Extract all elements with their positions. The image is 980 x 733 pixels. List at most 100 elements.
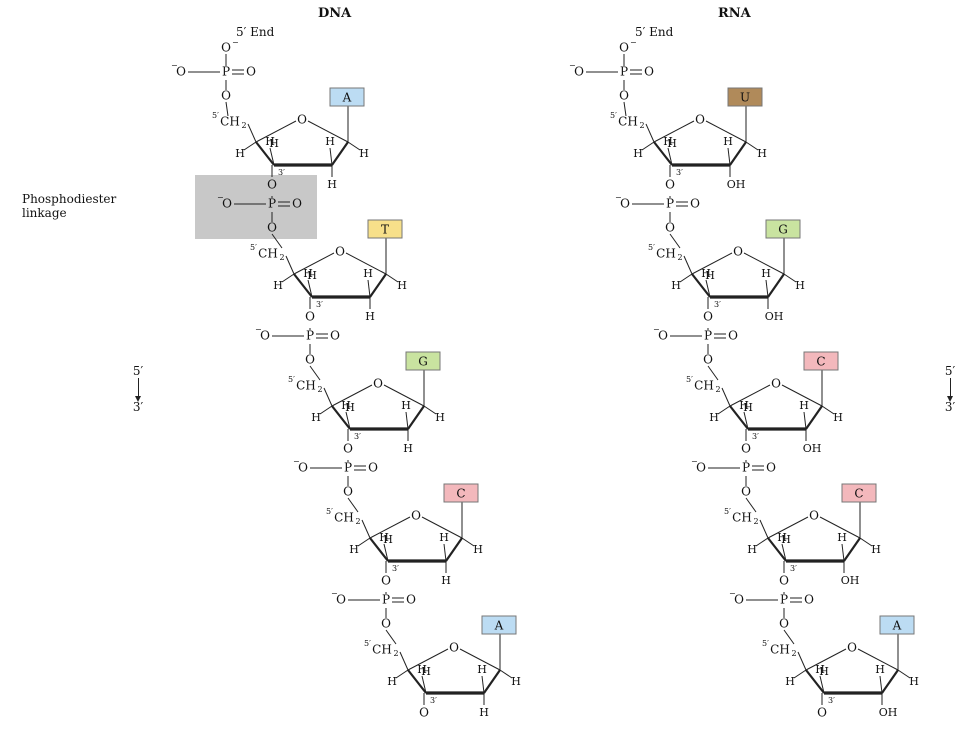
rna-o5-label-2: O — [703, 353, 713, 367]
dna-unit-4-h3-label: H — [417, 663, 427, 676]
dna-unit-1-base-box — [367, 219, 403, 239]
dna-unit-0-ring-o-label: O — [297, 113, 307, 127]
rna-unit-2-h3-label: H — [739, 399, 749, 412]
rna-unit-4-ring-c1-c2 — [881, 669, 899, 694]
rna-unit-1-h4b-label: H — [705, 269, 715, 282]
dna-unit-1-bond-c3-h — [307, 279, 313, 298]
rna-unit-1-bond-c2-h — [765, 279, 769, 298]
dna-unit-2-h4b-label: H — [345, 401, 355, 414]
dna-unit-3-bond-c2-h — [443, 543, 447, 562]
dna-unit-0-ch2-subscript: 2 — [241, 121, 246, 130]
dna-unit-0-ring-c1-c2 — [331, 141, 349, 166]
rna-unit-4-ring-c3-c4 — [805, 669, 825, 694]
rna-bond-o-ch2-3 — [745, 497, 757, 513]
rna-unit-1-ring-o4-c1 — [743, 252, 785, 275]
dna-unit-3-h3-label: H — [379, 531, 389, 544]
direction-bottom-label: 3′ — [944, 400, 956, 414]
rna-phos-1-minus-sign: − — [615, 193, 622, 202]
rna-unit-1-oh-label: OH — [765, 310, 784, 323]
direction-indicator-right: 5′ 3′ — [940, 364, 960, 414]
dna-unit-2-ch2-subscript: 2 — [317, 385, 322, 394]
dna-unit-0-ring-c4-o4 — [255, 120, 297, 143]
dna-unit-4-c5-label: 5′ — [364, 639, 371, 648]
rna-unit-0-h3-label: H — [663, 135, 673, 148]
dna-top-o-minus-label: O — [221, 41, 231, 55]
dna-unit-1-bond-c2-h — [367, 279, 371, 298]
dna-unit-3-h2-label: H — [439, 531, 449, 544]
direction-top-label: 5′ — [944, 364, 956, 378]
rna-o5-label-0: O — [619, 89, 629, 103]
dna-phos-2-o-minus-label: O — [260, 329, 270, 343]
dna-unit-4-o3-label: O — [419, 706, 429, 720]
rna-unit-3-bond-c1-h — [859, 537, 873, 547]
rna-unit-4-h1-label: H — [909, 675, 919, 688]
rna-unit-3-oh-label: OH — [841, 574, 860, 587]
dna-phos-0-p-label: P — [222, 65, 230, 79]
rna-unit-3-ch2-label: CH — [732, 511, 752, 525]
dna-unit-3-base-label: C — [456, 487, 465, 501]
direction-indicator-left: 5′ 3′ — [128, 364, 148, 414]
dna-o5-label-2: O — [305, 353, 315, 367]
dna-unit-2-ring-c4-o4 — [331, 384, 373, 407]
rna-unit-2-c3-label: 3′ — [752, 432, 759, 441]
rna-unit-2-h4b-label: H — [743, 401, 753, 414]
dna-phos-4-minus-sign: − — [331, 589, 338, 598]
rna-unit-4-h4b-label: H — [819, 665, 829, 678]
dna-unit-3-bond-c4-h — [357, 537, 371, 547]
phosphodiester-linkage-label: Phosphodiester linkage — [22, 192, 116, 220]
dna-phos-4-p-label: P — [382, 593, 390, 607]
rna-unit-2-bond-c3-h — [743, 411, 749, 430]
dna-phos-2-p-label: P — [306, 329, 314, 343]
rna-unit-2-base-box — [803, 351, 839, 371]
dna-unit-3-bond-ch2-c4 — [361, 519, 371, 539]
rna-unit-4-c5-label: 5′ — [762, 639, 769, 648]
rna-phos-0-p-label: P — [620, 65, 628, 79]
dna-unit-2-ring-c3-c4 — [331, 405, 351, 430]
rna-phos-3-p-label: P — [742, 461, 750, 475]
dna-unit-0-bond-ch2-c4 — [247, 123, 257, 143]
dna-unit-2-h3-label: H — [341, 399, 351, 412]
dna-phos-1-o-minus-label: O — [222, 197, 232, 211]
dna-unit-1-ch2-label: CH — [258, 247, 278, 261]
linkage-label-line2: linkage — [22, 206, 67, 220]
dna-phos-1-o-double-label: O — [292, 197, 302, 211]
rna-unit-4-base-box — [879, 615, 915, 635]
rna-unit-3-h3-label: H — [777, 531, 787, 544]
rna-unit-4-base-label: A — [892, 619, 902, 633]
dna-unit-3-bond-c3-h — [383, 543, 389, 562]
dna-unit-2-o3-label: O — [343, 442, 353, 456]
dna-unit-2-bond-c4-h — [319, 405, 333, 415]
rna-unit-0-bond-c1-h — [745, 141, 759, 151]
dna-unit-1-h4-label: H — [273, 279, 283, 292]
rna-5-end-label: 5′ End — [635, 25, 674, 39]
rna-unit-4-bond-c2-h — [879, 675, 883, 694]
dna-unit-3-ch2-subscript: 2 — [355, 517, 360, 526]
rna-unit-2-h1-label: H — [833, 411, 843, 424]
rna-unit-1-h4-label: H — [671, 279, 681, 292]
rna-unit-4-h4-label: H — [785, 675, 795, 688]
rna-unit-2-ch2-subscript: 2 — [715, 385, 720, 394]
dna-o5-label-0: O — [221, 89, 231, 103]
dna-unit-1-ring-c1-c2 — [369, 273, 387, 298]
dna-unit-2-bond-c2-h — [405, 411, 409, 430]
rna-unit-3-bond-c2-h — [841, 543, 845, 562]
dna-unit-2-bond-c3-h — [345, 411, 351, 430]
rna-phos-2-o-double-label: O — [728, 329, 738, 343]
rna-unit-2-bond-c2-h — [803, 411, 807, 430]
dna-unit-4-h1-label: H — [511, 675, 521, 688]
dna-unit-4-h2-label: H — [477, 663, 487, 676]
dna-unit-2-ch2-label: CH — [296, 379, 316, 393]
dna-bond-o-ch2-0 — [225, 101, 229, 117]
rna-unit-3-base-label: C — [854, 487, 863, 501]
dna-unit-2-ring-c1-c2 — [407, 405, 425, 430]
dna-unit-1-h3-label: H — [303, 267, 313, 280]
rna-unit-3-h2-label: H — [837, 531, 847, 544]
dna-unit-1-bond-c1-h — [385, 273, 399, 283]
rna-bond-o-ch2-4 — [783, 629, 795, 645]
rna-unit-3-h1-label: H — [871, 543, 881, 556]
rna-unit-1-ring-c1-c2 — [767, 273, 785, 298]
rna-unit-1-h1-label: H — [795, 279, 805, 292]
rna-unit-1-bond-ch2-c4 — [683, 255, 693, 275]
dna-unit-4-ring-c4-o4 — [407, 648, 449, 671]
